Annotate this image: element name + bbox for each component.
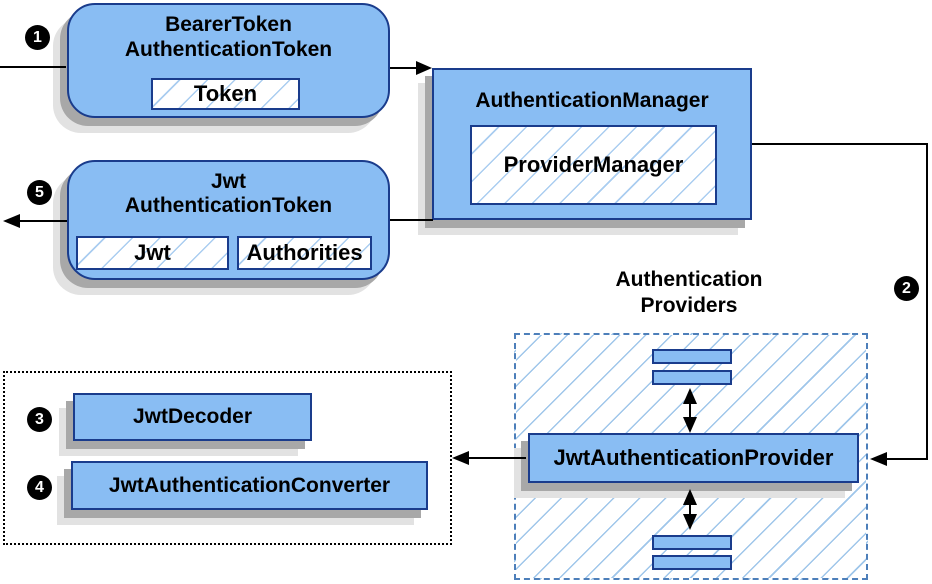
provider-manager-label: ProviderManager <box>503 152 684 177</box>
provider-placeholder-bar-top-2 <box>652 370 732 385</box>
step-2-badge: 2 <box>894 276 919 301</box>
jwt-decoder-node: JwtDecoder <box>73 393 312 441</box>
authorities-field: Authorities <box>237 236 372 270</box>
outgoing-result-arrow <box>3 214 67 228</box>
bearer-to-manager-arrow <box>390 61 432 75</box>
jwt-field-label: Jwt <box>134 240 171 265</box>
authentication-providers-label: Authentication Providers <box>589 267 789 319</box>
jwt-decoder-label: JwtDecoder <box>132 405 253 428</box>
step-3-number: 3 <box>35 410 44 428</box>
authentication-providers-label-line1: Authentication <box>615 268 763 291</box>
bearer-token-title-line2: AuthenticationToken <box>124 38 333 61</box>
provider-placeholder-bar-bottom-2 <box>652 555 732 570</box>
step-3-badge: 3 <box>27 407 52 432</box>
jwt-field: Jwt <box>76 236 229 270</box>
jwt-authentication-provider-node: JwtAuthenticationProvider <box>528 433 859 483</box>
step-5-number: 5 <box>35 183 44 201</box>
bearer-token-node-title: BearerToken AuthenticationToken <box>69 12 388 62</box>
decoder-converter-group <box>3 371 452 545</box>
step-4-number: 4 <box>35 478 44 496</box>
jwt-token-title-line1: Jwt <box>210 170 246 193</box>
step-1-number: 1 <box>33 28 42 46</box>
step-1-badge: 1 <box>25 25 50 50</box>
jwt-authentication-provider-label: JwtAuthenticationProvider <box>553 445 834 470</box>
authentication-providers-label-line2: Providers <box>640 294 738 317</box>
provider-placeholder-bar-bottom-1 <box>652 535 732 550</box>
token-field: Token <box>151 78 300 110</box>
jwt-authentication-converter-node: JwtAuthenticationConverter <box>71 461 428 510</box>
jwt-token-title-line2: AuthenticationToken <box>124 194 333 217</box>
authorities-field-label: Authorities <box>246 240 363 265</box>
step-4-badge: 4 <box>27 475 52 500</box>
bearer-token-title-line1: BearerToken <box>165 13 292 36</box>
token-field-label: Token <box>193 81 258 106</box>
step-5-badge: 5 <box>27 180 52 205</box>
provider-manager-field: ProviderManager <box>470 125 717 205</box>
authentication-manager-title: AuthenticationManager <box>475 89 709 112</box>
jwt-token-node-title: Jwt AuthenticationToken <box>69 170 388 218</box>
jwt-authentication-converter-label: JwtAuthenticationConverter <box>108 473 391 497</box>
step-2-number: 2 <box>902 279 911 297</box>
provider-placeholder-bar-top-1 <box>652 349 732 364</box>
